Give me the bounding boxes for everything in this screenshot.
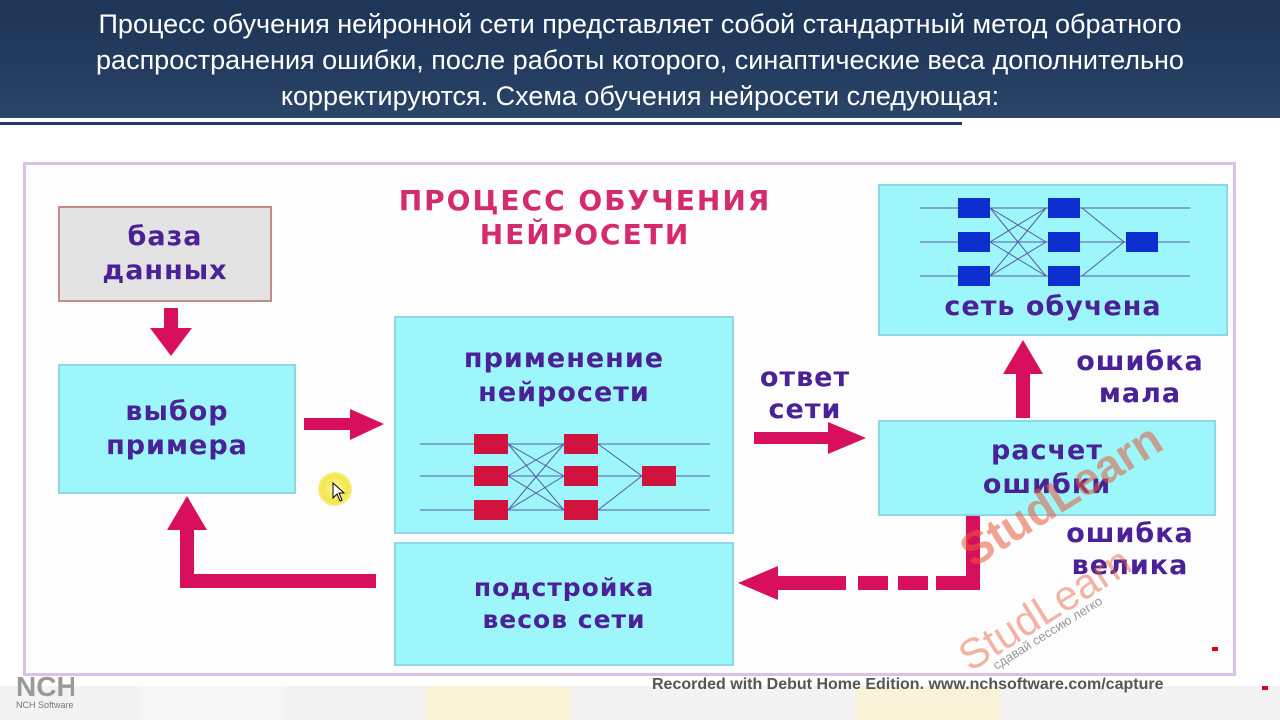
header-banner: Процесс обучения нейронной сети представ…	[0, 0, 1280, 118]
diagram-title: ПРОЦЕСС ОБУЧЕНИЯ НЕЙРОСЕТИ	[398, 184, 772, 251]
error-small-label: ошибка мала	[1076, 346, 1204, 409]
arrow-weights-to-select-bottom	[180, 574, 376, 588]
arrow-weights-to-select-up	[180, 526, 194, 588]
blue-network-diagram	[920, 198, 1190, 286]
network-answer-label: ответ сети	[759, 362, 851, 425]
arrow-error-large-head	[738, 566, 778, 600]
header-rule	[0, 122, 962, 125]
arrow-select-to-apply-head	[350, 409, 384, 440]
nch-logo-icon: NCH	[14, 668, 77, 720]
blue-node-out	[1126, 232, 1158, 252]
nch-logo-text: NCH Software	[16, 700, 74, 710]
blue-node-hid-3	[1048, 266, 1080, 286]
arrow-weights-to-select-head	[167, 496, 207, 530]
arrow-error-large-shaft	[774, 576, 846, 590]
blue-node-in-2	[958, 232, 990, 252]
footer-cell-3	[856, 686, 1000, 720]
node-hid-2	[564, 466, 598, 486]
mouse-cursor-icon	[332, 482, 346, 502]
node-hid-3	[564, 500, 598, 520]
arrow-apply-to-error-head	[828, 422, 866, 454]
arrow-select-to-apply-shaft	[304, 418, 354, 430]
footer-cell-1	[140, 686, 284, 720]
blue-node-in-1	[958, 198, 990, 218]
select-sample-box: выбор примера	[58, 364, 296, 494]
database-box: база данных	[58, 206, 272, 302]
arrow-error-large-dash1	[858, 576, 888, 590]
adjust-weights-box: подстройка весов сети	[394, 542, 734, 666]
blue-node-hid-2	[1048, 232, 1080, 252]
red-mark-1	[1212, 647, 1218, 651]
arrow-db-to-select-shaft	[164, 308, 178, 330]
network-trained-label: сеть обучена	[944, 291, 1162, 322]
recorded-watermark: Recorded with Debut Home Edition. www.nc…	[652, 676, 1164, 693]
blue-node-in-3	[958, 266, 990, 286]
adjust-weights-label: подстройка весов сети	[473, 573, 655, 634]
apply-network-label: применение нейросети	[463, 343, 665, 408]
header-text: Процесс обучения нейронной сети представ…	[96, 9, 1184, 111]
nch-logo-mark: NCH	[16, 671, 77, 702]
arrow-db-to-select-head	[150, 328, 192, 356]
arrow-error-large-dash3	[936, 576, 980, 590]
node-in-1	[474, 434, 508, 454]
arrow-error-large-down	[966, 514, 980, 584]
node-out	[642, 466, 676, 486]
error-calc-label: расчет ошибки	[982, 435, 1112, 500]
select-sample-label: выбор примера	[106, 396, 248, 461]
error-calc-box: расчет ошибки	[878, 420, 1216, 516]
arrow-apply-to-error-shaft	[754, 432, 832, 444]
database-label: база данных	[102, 221, 228, 286]
svg-text:NCH: NCH	[16, 671, 74, 702]
arrow-error-to-trained-head	[1003, 340, 1043, 374]
apply-network-box: применение нейросети	[394, 316, 734, 534]
red-network-diagram	[420, 434, 710, 520]
footer-cell-2	[426, 686, 570, 720]
studlearn-watermark: StudLearn StudLearn сдавай сессию легко	[920, 412, 1220, 680]
arrow-error-to-trained-shaft	[1016, 370, 1030, 418]
red-mark-2	[1262, 686, 1268, 690]
arrow-error-large-dash2	[898, 576, 928, 590]
node-in-2	[474, 466, 508, 486]
node-in-3	[474, 500, 508, 520]
node-hid-1	[564, 434, 598, 454]
error-large-label: ошибка велика	[1066, 518, 1194, 581]
blue-node-hid-1	[1048, 198, 1080, 218]
